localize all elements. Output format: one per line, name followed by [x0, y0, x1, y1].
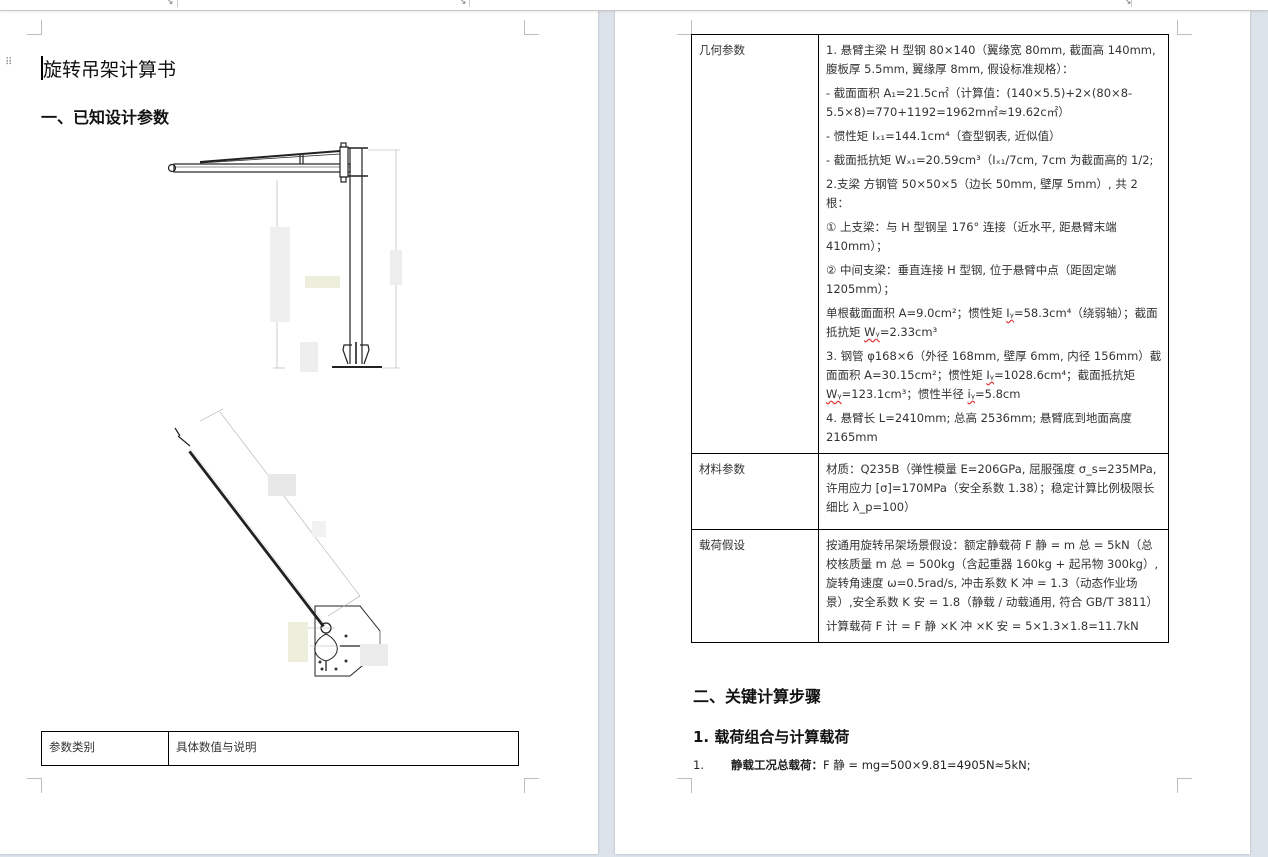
line-weak-axis: 单根截面面积 A=9.0cm²；惯性矩 Iᵧ=58.3cm⁴（绕弱轴）；截面抵抗… — [826, 306, 1158, 339]
params-table-body: 几何参数 1. 悬臂主梁 H 型钢 80×140（翼缘宽 80mm, 截面高 1… — [691, 34, 1169, 643]
header-cell-details[interactable]: 具体数值与说明 — [168, 731, 519, 766]
inclined-arm-drawing[interactable] — [160, 406, 410, 691]
header-cell-category[interactable]: 参数类别 — [41, 731, 169, 766]
line-inertia: - 惯性矩 Iₓ₁=144.1cm⁴（查型钢表, 近似值） — [826, 129, 1061, 143]
line-section-modulus: - 截面抵抗矩 Wₓ₁=20.59cm³（Iₓ₁/7cm, 7cm 为截面高的 … — [826, 153, 1154, 167]
dialog-launcher-icon[interactable]: ↘ — [166, 0, 174, 7]
cell-details-geometry[interactable]: 1. 悬臂主梁 H 型钢 80×140（翼缘宽 80mm, 截面高 140mm,… — [818, 34, 1169, 454]
cell-details-material[interactable]: 材质：Q235B（弹性模量 E=206GPa, 屈服强度 σ_s=235MPa,… — [818, 453, 1169, 530]
drag-handle-icon[interactable]: ⠿ — [5, 57, 12, 68]
section-heading-known-params[interactable]: 一、已知设计参数 — [41, 108, 170, 127]
crop-mark-top-right — [524, 20, 539, 35]
crop-mark-top-right — [1177, 20, 1192, 35]
params-table-header: 参数类别 具体数值与说明 — [41, 731, 519, 766]
line-area: - 截面面积 A₁=21.5c㎡（计算值：(140×5.5)+2×(80×8-5… — [826, 86, 1133, 119]
line-steel-pipe: 3. 钢管 φ168×6（外径 168mm, 壁厚 6mm, 内径 156mm）… — [826, 349, 1162, 401]
cell-details-load[interactable]: 按通用旋转吊架场景假设：额定静载荷 F 静 = m 总 = 5kN（总校核质量 … — [818, 529, 1169, 643]
cell-category-load[interactable]: 载荷假设 — [691, 529, 819, 643]
ribbon-group-separator — [177, 0, 178, 7]
list-number: 1. — [693, 758, 704, 772]
spell-error-mark: Iᵧ — [986, 368, 995, 382]
line-material: 材质：Q235B（弹性模量 E=206GPa, 屈服强度 σ_s=235MPa,… — [826, 462, 1157, 514]
table-row-geometry: 几何参数 1. 悬臂主梁 H 型钢 80×140（翼缘宽 80mm, 截面高 1… — [691, 34, 1169, 454]
ribbon-bottom-edge: ↘ ↘ ↘ — [0, 0, 1268, 11]
line-design-load: 计算载荷 F 计 = F 静 ×K 冲 ×K 安 = 5×1.3×1.8=11.… — [826, 619, 1139, 633]
crop-mark-bottom-left — [677, 778, 692, 793]
list-text: F 静 = mg=500×9.81=4905N≈5kN; — [823, 758, 1031, 772]
line-upper-support: ① 上支梁：与 H 型钢呈 176° 连接（近水平, 距悬臂末端 410mm）； — [826, 220, 1117, 253]
table-row-load: 载荷假设 按通用旋转吊架场景假设：额定静载荷 F 静 = m 总 = 5kN（总… — [691, 529, 1169, 643]
line-middle-support: ② 中间支梁：垂直连接 H 型钢, 位于悬臂中点（距固定端 1205mm）； — [826, 263, 1117, 296]
list-label: 静载工况总载荷： — [731, 758, 823, 772]
crop-mark-bottom-right — [524, 778, 539, 793]
dialog-launcher-icon[interactable]: ↘ — [1124, 0, 1132, 7]
cell-category-material[interactable]: 材料参数 — [691, 453, 819, 530]
cell-category-geometry[interactable]: 几何参数 — [691, 34, 819, 454]
spell-error-mark: Wᵧ — [864, 325, 880, 339]
crop-mark-top-left — [677, 20, 692, 35]
section-heading-key-steps[interactable]: 二、关键计算步骤 — [693, 687, 822, 706]
crop-mark-top-left — [27, 20, 42, 35]
line-dimensions: 4. 悬臂长 L=2410mm; 总高 2536mm; 悬臂底到地面高度 216… — [826, 411, 1132, 444]
document-page-2[interactable]: 几何参数 1. 悬臂主梁 H 型钢 80×140（翼缘宽 80mm, 截面高 1… — [615, 11, 1250, 854]
spell-error-mark: Wᵧ — [826, 387, 842, 401]
side-elevation-drawing[interactable] — [160, 142, 420, 382]
text-cursor — [41, 56, 43, 80]
list-item[interactable]: 1. 静载工况总载荷：F 静 = mg=500×9.81=4905N≈5kN; — [693, 757, 1031, 773]
ribbon-group-separator — [469, 0, 470, 7]
document-page-1[interactable]: ⠿ 旋转吊架计算书 一、已知设计参数 — [0, 11, 598, 854]
crop-mark-bottom-right — [1177, 778, 1192, 793]
crop-mark-bottom-left — [27, 778, 42, 793]
spell-error-mark: iᵧ — [967, 387, 975, 401]
line-support-beam: 2.支梁 方钢管 50×50×5（边长 50mm, 壁厚 5mm）, 共 2 根… — [826, 177, 1138, 210]
document-title[interactable]: 旋转吊架计算书 — [43, 59, 177, 81]
spell-error-mark: Iᵧ — [1006, 306, 1014, 320]
line-load-assumption: 按通用旋转吊架场景假设：额定静载荷 F 静 = m 总 = 5kN（总校核质量 … — [826, 538, 1159, 609]
line-main-beam: 1. 悬臂主梁 H 型钢 80×140（翼缘宽 80mm, 截面高 140mm,… — [826, 43, 1156, 76]
dialog-launcher-icon[interactable]: ↘ — [459, 0, 467, 7]
table-row-material: 材料参数 材质：Q235B（弹性模量 E=206GPa, 屈服强度 σ_s=23… — [691, 453, 1169, 530]
ribbon-group-separator — [1131, 0, 1132, 7]
subsection-heading-load-combination[interactable]: 1. 载荷组合与计算载荷 — [693, 728, 850, 746]
